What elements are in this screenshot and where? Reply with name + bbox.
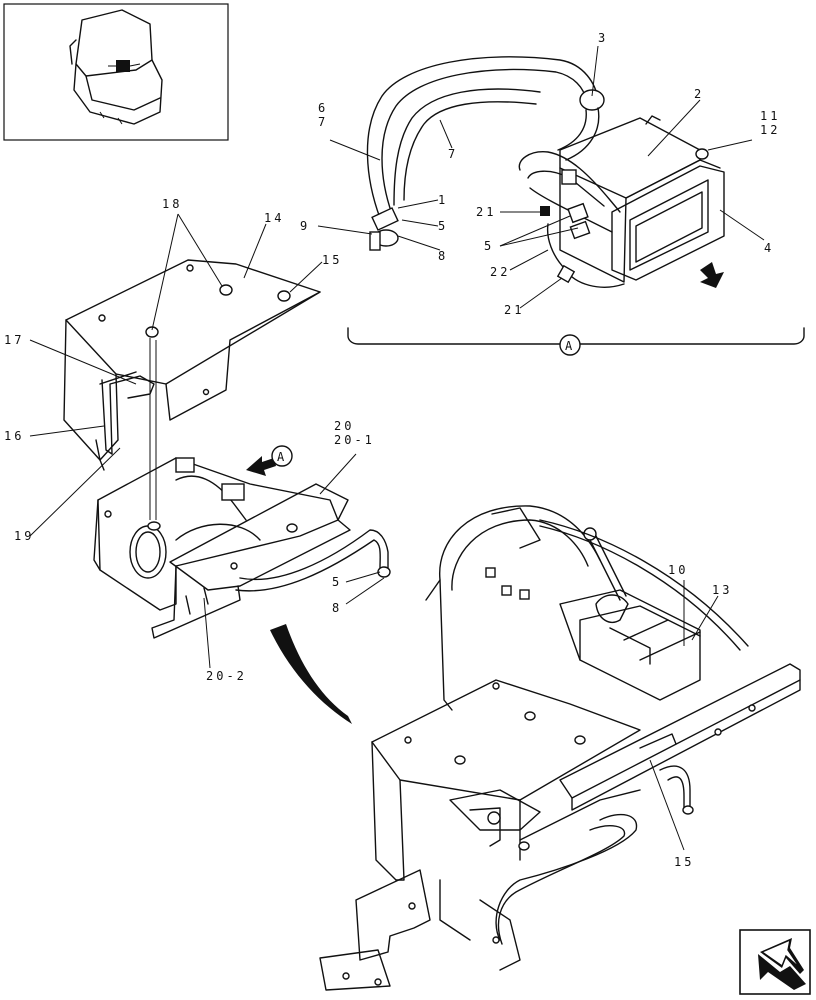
callout-7-left: 7: [318, 115, 328, 129]
callout-21-a: 21: [476, 205, 496, 219]
callout-11: 11: [760, 109, 780, 123]
callout-20-2: 20-2: [206, 669, 247, 683]
callout-14: 14: [264, 211, 284, 225]
callout-18: 18: [162, 197, 182, 211]
callout-13: 13: [712, 583, 732, 597]
callout-5-b: 5: [484, 239, 494, 253]
callout-5-a: 5: [438, 219, 448, 233]
detail-a-label: A: [565, 339, 573, 353]
callout-19: 19: [14, 529, 34, 543]
callout-6: 6: [318, 101, 328, 115]
cover-and-heater-exploded: [63, 259, 391, 639]
callout-21-b: 21: [504, 303, 524, 317]
leader-lines: [29, 45, 765, 851]
callout-15-b: 15: [674, 855, 694, 869]
callout-4: 4: [764, 241, 774, 255]
detail-a-heater-assembly: [347, 56, 805, 356]
machine-thumbnail-icon[interactable]: [3, 3, 229, 141]
location-arrow: [270, 624, 352, 724]
callout-8-a: 8: [438, 249, 448, 263]
callout-15-a: 15: [322, 253, 342, 267]
callout-9: 9: [300, 219, 310, 233]
callout-8-b: 8: [332, 601, 342, 615]
callout-22: 22: [490, 265, 510, 279]
view-arrow-a-label: A: [277, 450, 285, 464]
callout-5-c: 5: [332, 575, 342, 589]
callout-17: 17: [4, 333, 24, 347]
callout-10: 10: [668, 563, 688, 577]
callout-12: 12: [760, 123, 780, 137]
callout-7-right: 7: [448, 147, 458, 161]
callout-labels: 3 2 11 12 4 6 7 7 1 5 8 9 21 5 22 21 18 …: [4, 31, 780, 869]
callout-20-1: 20-1: [334, 433, 375, 447]
machine-frame: [319, 505, 801, 991]
callout-2: 2: [694, 87, 704, 101]
callout-1: 1: [438, 193, 448, 207]
callout-16: 16: [4, 429, 24, 443]
next-page-arrow-icon[interactable]: [739, 929, 811, 995]
callout-3: 3: [598, 31, 608, 45]
callout-20: 20: [334, 419, 354, 433]
